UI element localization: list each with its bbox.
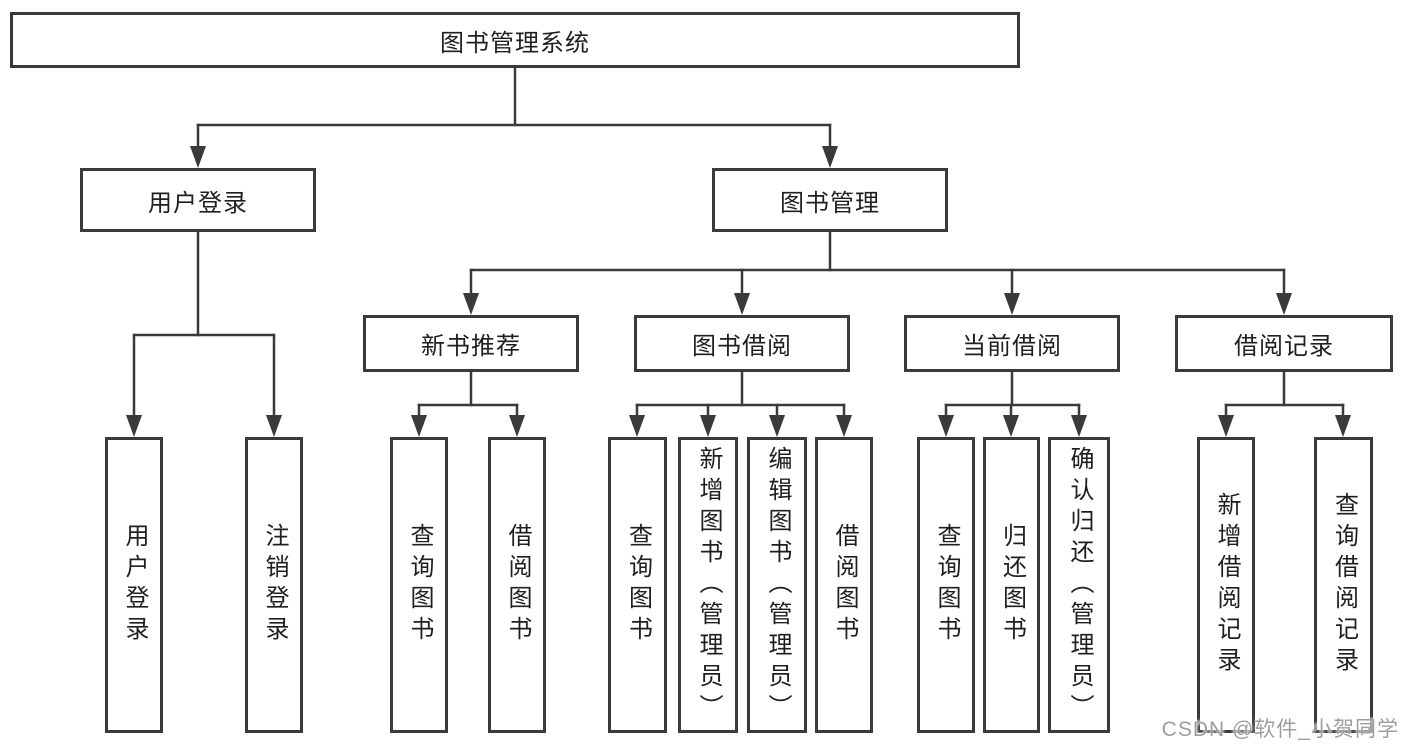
node-new-book-recommend: 新书推荐 — [363, 315, 579, 372]
leaf-edit-book-admin: 编辑图书（管理员） — [747, 437, 807, 733]
leaf-label: 确认归还（管理员） — [1066, 445, 1093, 725]
leaf-label: 查询借阅记录 — [1330, 492, 1358, 678]
leaf-label: 新增借阅记录 — [1213, 492, 1240, 678]
node-label: 借阅记录 — [1234, 333, 1334, 360]
leaf-borrow-book: 借阅图书 — [815, 437, 873, 733]
leaf-return-book: 归还图书 — [983, 437, 1040, 733]
node-label: 图书管理 — [780, 189, 880, 217]
leaf-user-login: 用户登录 — [105, 437, 163, 733]
leaf-label: 注销登录 — [261, 523, 288, 647]
node-user-login: 用户登录 — [80, 168, 316, 232]
leaf-label: 新增图书（管理员） — [695, 445, 722, 725]
node-root-library-system: 图书管理系统 — [10, 12, 1020, 68]
leaf-confirm-return-admin: 确认归还（管理员） — [1048, 437, 1110, 733]
leaf-label: 用户登录 — [121, 523, 148, 647]
node-book-borrow: 图书借阅 — [634, 315, 850, 372]
arrowhead-icons — [126, 146, 1351, 437]
node-label: 图书管理系统 — [440, 29, 590, 57]
node-label: 图书借阅 — [692, 333, 792, 360]
leaf-label: 查询图书 — [624, 523, 652, 647]
leaf-label: 借阅图书 — [504, 523, 531, 647]
leaf-add-borrow-record: 新增借阅记录 — [1197, 437, 1255, 733]
leaf-add-book-admin: 新增图书（管理员） — [678, 437, 738, 733]
node-label: 新书推荐 — [421, 333, 521, 360]
leaf-query-books-borrow: 查询图书 — [608, 437, 667, 733]
leaf-label: 查询图书 — [933, 523, 960, 647]
node-current-borrow: 当前借阅 — [904, 315, 1120, 372]
leaf-query-books-current: 查询图书 — [917, 437, 975, 733]
leaf-label: 查询图书 — [406, 523, 433, 647]
node-label: 用户登录 — [148, 189, 248, 217]
leaf-borrow-books-recommend: 借阅图书 — [488, 437, 546, 733]
leaf-query-books-recommend: 查询图书 — [390, 437, 448, 733]
node-label: 当前借阅 — [962, 333, 1062, 360]
leaf-label: 借阅图书 — [831, 523, 858, 647]
leaf-label: 归还图书 — [998, 523, 1026, 647]
leaf-label: 编辑图书（管理员） — [764, 445, 791, 725]
leaf-logout: 注销登录 — [245, 437, 303, 733]
csdn-watermark: CSDN @软件_小贺同学 — [1161, 718, 1399, 741]
node-borrow-records: 借阅记录 — [1175, 315, 1393, 372]
node-book-management: 图书管理 — [712, 168, 948, 232]
leaf-query-borrow-record: 查询借阅记录 — [1314, 437, 1373, 733]
